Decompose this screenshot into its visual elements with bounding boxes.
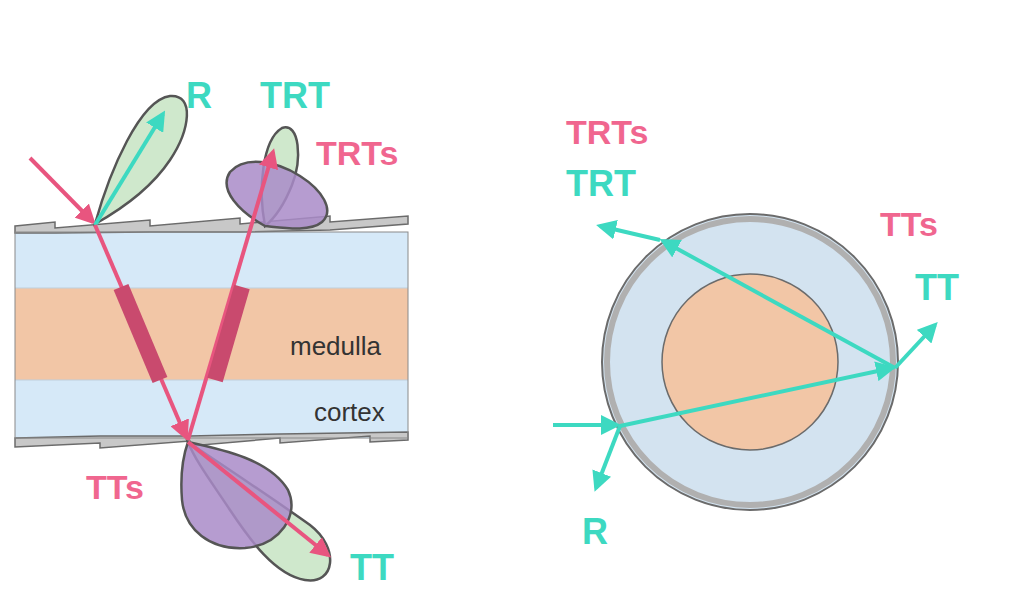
layer-label: medulla	[290, 333, 381, 359]
path-label: R	[582, 514, 608, 550]
lobe-label: TRT	[260, 78, 330, 114]
lobe-label: TT	[350, 550, 394, 586]
hair-cross-section	[553, 214, 935, 510]
light-paths	[30, 114, 328, 555]
path-label: TT	[915, 270, 959, 306]
path-label: TTs	[880, 207, 938, 241]
lobe-label: R	[186, 78, 212, 114]
lobe-label: TRTs	[316, 136, 398, 170]
layer-label: cortex	[314, 399, 385, 425]
path-label: TRTs	[566, 115, 648, 149]
hair-fiber	[15, 216, 408, 448]
lobe-label: TTs	[86, 470, 144, 504]
path-label: TRT	[566, 166, 636, 202]
